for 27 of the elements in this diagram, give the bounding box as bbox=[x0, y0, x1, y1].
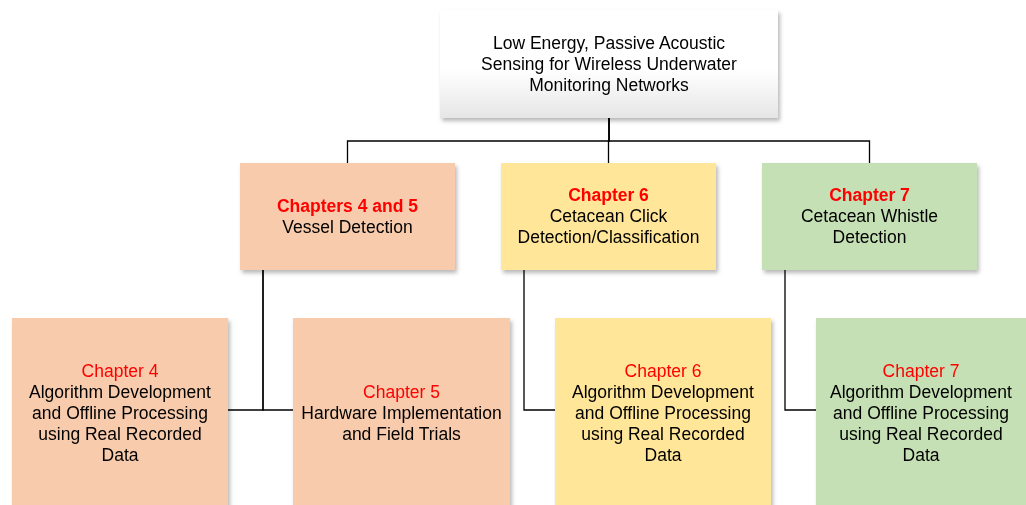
chapter-heading: Chapter 7 bbox=[829, 185, 910, 206]
chapter-heading: Chapter 6 bbox=[624, 360, 702, 382]
box-text: Algorithm Development and Offline Processing using Real Recorded Data bbox=[571, 381, 755, 466]
box-text: Algorithm Development and Offline Processing using Real Recorded Data bbox=[829, 381, 1013, 466]
chapter-box bbox=[12, 318, 228, 505]
box-text: Cetacean Click Detection/Classification bbox=[516, 206, 701, 248]
connector-line bbox=[262, 269, 294, 411]
chapter-heading: Chapters 4 and 5 bbox=[277, 195, 418, 217]
box-text: Low Energy, Passive Acoustic Sensing for Wireless Underwater Monitoring Networks bbox=[480, 32, 738, 96]
chapter-heading: Chapter 5 bbox=[363, 381, 440, 403]
chapter-box bbox=[816, 318, 1026, 505]
chapter-box bbox=[293, 318, 510, 505]
chapter-heading: Chapter 7 bbox=[882, 360, 960, 382]
connector-line bbox=[523, 269, 556, 411]
chapter-box bbox=[762, 163, 977, 270]
box-text: Vessel Detection bbox=[282, 216, 413, 238]
box-text: Algorithm Development and Offline Processing using Real Recorded Data bbox=[28, 381, 212, 466]
box-text: Cetacean Whistle Detection bbox=[799, 206, 940, 248]
box-text: Hardware Implementation and Field Trials bbox=[300, 402, 503, 445]
connector-line bbox=[608, 117, 871, 164]
chapter-box bbox=[440, 10, 778, 118]
connector-line bbox=[784, 269, 817, 411]
chapter-heading: Chapter 6 bbox=[568, 185, 649, 206]
chapter-heading: Chapter 4 bbox=[81, 360, 159, 382]
chapter-box bbox=[501, 163, 716, 270]
chapter-box bbox=[240, 163, 455, 270]
chapter-box bbox=[555, 318, 771, 505]
